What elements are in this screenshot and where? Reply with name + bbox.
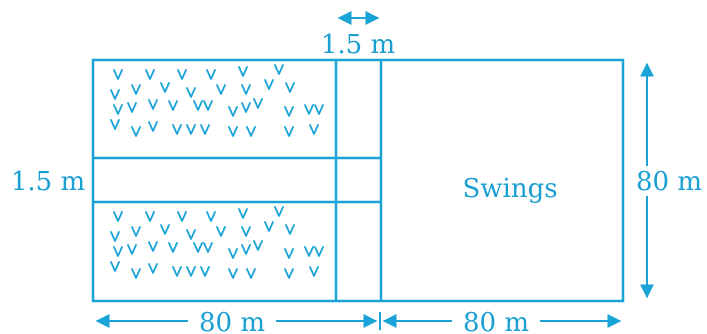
grass-tuft-icon [304,246,314,257]
grass-tuft-icon [131,226,141,237]
grass-tuft-icon [186,229,196,240]
grass-tuft-icon [238,66,248,77]
grass-tuft-icon [110,119,120,130]
grass-tuft-icon [241,244,251,255]
grass-tuft-icon [113,211,123,222]
height-dimension-label: 80 m [636,167,702,197]
swings-label: Swings [462,174,557,204]
grass-tuft-icon [148,263,158,274]
grass-tuft-icon [113,246,123,257]
grass-tuft-icon [274,64,284,75]
park-boundary [91,58,625,303]
grass-tuft-icon [241,226,251,237]
grass-tuft-icon [246,126,256,137]
grass-tuft-icon [177,211,187,222]
grass-tuft-icon [203,100,213,111]
grass-tuft-icon [284,248,294,259]
grass-tuft-icon [228,126,238,137]
grass-tuft-icon [145,211,155,222]
grass-area-bottom [110,206,324,279]
grass-tuft-icon [127,102,137,113]
grass-tuft-icon [172,266,182,277]
grass-tuft-icon [203,242,213,253]
grass-tuft-icon [304,104,314,115]
grass-tuft-icon [145,69,155,80]
grass-tuft-icon [206,211,216,222]
grass-tuft-icon [314,104,324,115]
grass-tuft-icon [216,226,226,237]
grass-tuft-icon [284,268,294,279]
height-label-backdrop [630,166,700,196]
grass-tuft-icon [177,69,187,80]
width-right-label-backdrop [452,308,540,334]
grass-tuft-icon [110,89,120,100]
grass-tuft-icon [168,242,178,253]
grass-tuft-icon [193,100,203,111]
grass-tuft-icon [186,124,196,135]
grass-tuft-icon [241,84,251,95]
grass-tuft-icon [216,84,226,95]
grass-tuft-icon [148,99,158,110]
grass-tuft-icon [309,124,319,135]
grass-tuft-icon [131,268,141,279]
grass-tuft-icon [309,266,319,277]
grass-tuft-icon [113,69,123,80]
grass-tuft-icon [131,84,141,95]
grass-tuft-icon [284,106,294,117]
width-dimension-left-label: 80 m [199,308,265,334]
width-left-label-backdrop [188,308,276,334]
grass-tuft-icon [148,241,158,252]
grass-tuft-icon [285,224,295,235]
path-width-top-label: 1.5 m [321,30,395,60]
path-width-left-label: 1.5 m [11,167,85,197]
grass-tuft-icon [274,206,284,217]
grass-tuft-icon [264,221,274,232]
grass-tuft-icon [113,104,123,115]
grass-tuft-icon [131,126,141,137]
grass-tuft-icon [241,102,251,113]
grass-tuft-icon [314,246,324,257]
grass-tuft-icon [253,98,263,109]
grass-tuft-icon [285,82,295,93]
grass-tuft-icon [253,240,263,251]
grass-tuft-icon [127,244,137,255]
grass-tuft-icon [186,266,196,277]
grass-tuft-icon [264,79,274,90]
grass-tuft-icon [206,69,216,80]
grass-tuft-icon [186,87,196,98]
grass-tuft-icon [172,124,182,135]
grass-tuft-icon [160,224,170,235]
grass-tuft-icon [238,208,248,219]
grass-tuft-icon [246,268,256,279]
grass-tuft-icon [148,121,158,132]
grass-tuft-icon [228,106,238,117]
grass-tuft-icon [284,126,294,137]
grass-tuft-icon [160,82,170,93]
grass-tuft-icon [228,268,238,279]
grass-tuft-icon [193,242,203,253]
grass-tuft-icon [200,124,210,135]
grass-area-top [110,64,324,137]
grass-tuft-icon [200,266,210,277]
grass-tuft-icon [228,248,238,259]
width-dimension-right-label: 80 m [463,308,529,334]
grass-tuft-icon [110,231,120,242]
grass-tuft-icon [168,100,178,111]
grass-tuft-icon [110,261,120,272]
